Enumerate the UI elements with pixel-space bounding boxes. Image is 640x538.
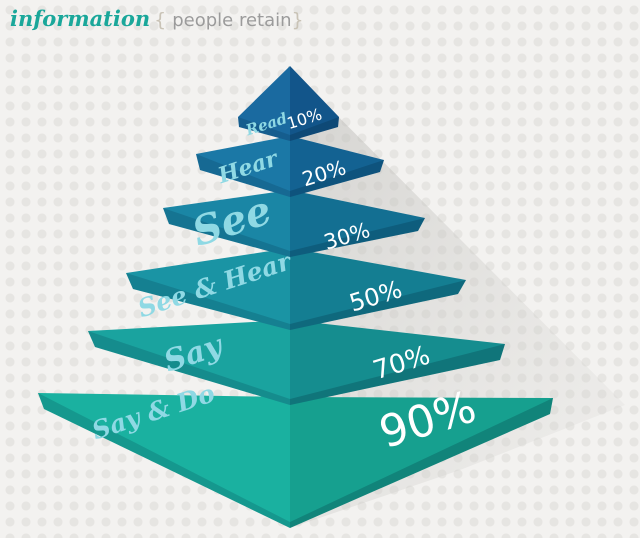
tier-say-do-left-face [38, 393, 290, 528]
tier-read-left-face [238, 66, 290, 141]
tier-see-hear-right-edge [290, 280, 466, 330]
tier-see-hear-left-edge [126, 273, 290, 330]
tier-see-hear-right-face [290, 248, 466, 330]
tier-see-left-face [163, 190, 290, 257]
tier-hear-left-edge [196, 154, 290, 197]
title-subtitle: people retain [172, 10, 292, 31]
tier-say-right-face [290, 320, 505, 405]
tier-hear-left-face [196, 136, 290, 197]
page-title: information { people retain } [10, 6, 304, 38]
tier-hear-right-face [290, 136, 384, 197]
tier-say-left-face [88, 320, 290, 405]
brace-open: { [154, 9, 167, 31]
tier-see-hear-left-face [126, 248, 290, 330]
tier-say-left-edge [88, 331, 290, 405]
tier-say-right-edge [290, 344, 505, 405]
tier-see-left-edge [163, 208, 290, 257]
tier-read-right-edge [290, 117, 339, 141]
tier-see-right-face [290, 190, 425, 257]
tier-see-right-edge [290, 218, 425, 257]
tier-say-do-left-edge [38, 393, 290, 528]
tier-say-do-right-edge [290, 398, 553, 528]
tier-read-right-face [290, 66, 339, 141]
tier-say-do-right-face [290, 397, 553, 528]
brace-close: } [291, 9, 304, 31]
tier-hear-right-edge [290, 160, 384, 197]
title-main: information [10, 6, 151, 31]
tier-read-left-edge [238, 117, 290, 141]
